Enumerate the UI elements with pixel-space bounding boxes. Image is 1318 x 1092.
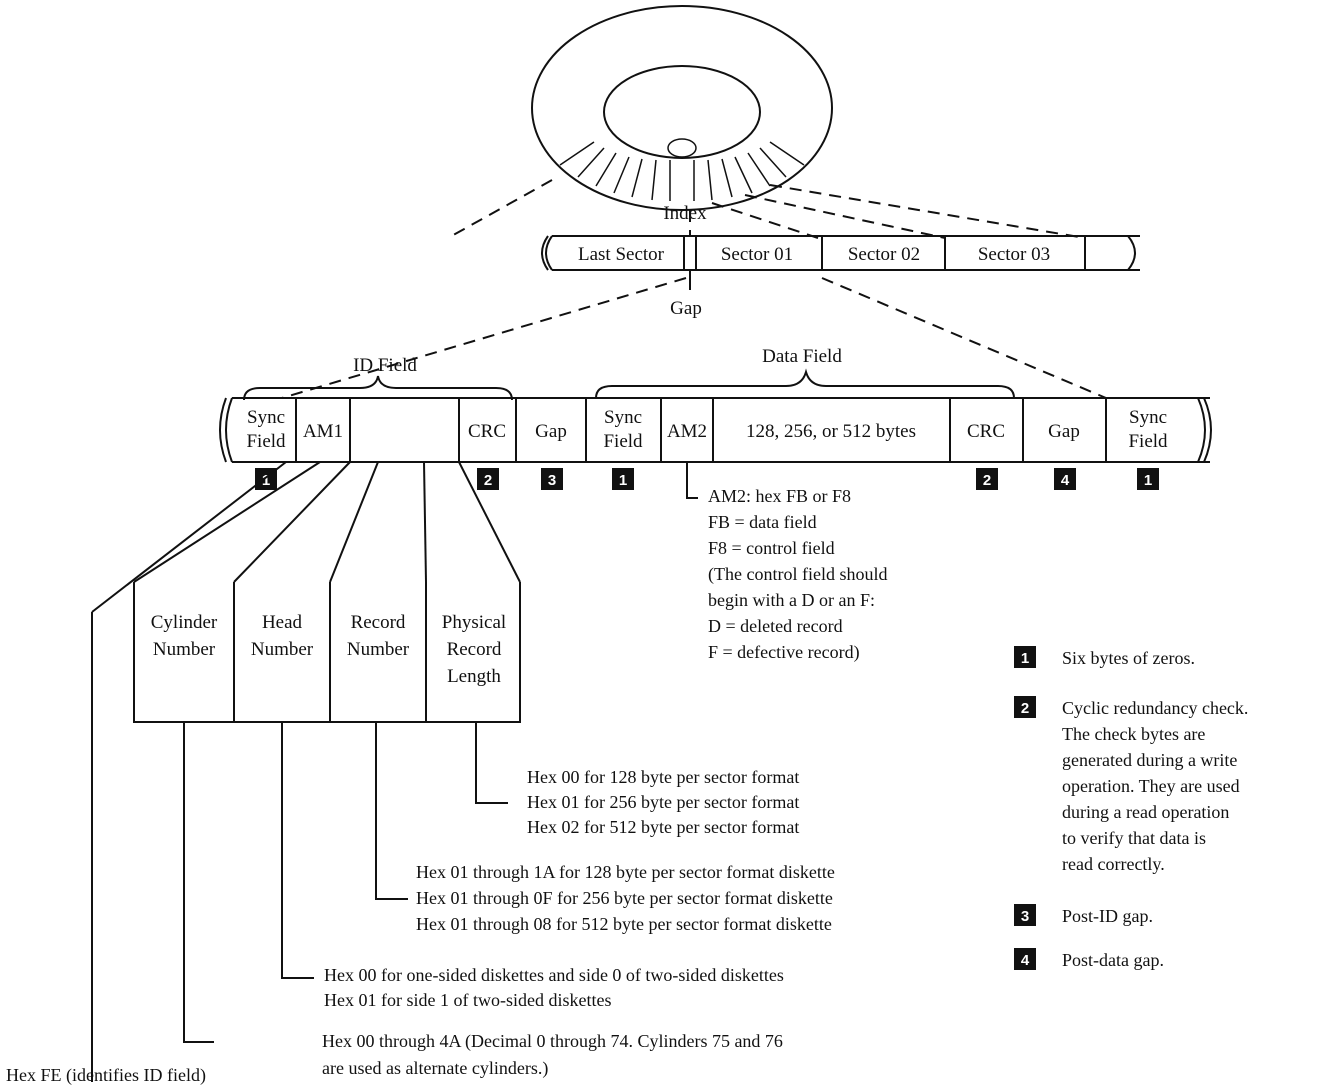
legend-2-text-4: during a read operation: [1062, 802, 1229, 822]
id-parts: Cylinder Number Head Number Record Numbe…: [133, 582, 521, 723]
data-field-label: Data Field: [762, 346, 842, 367]
track-gap-label: Gap: [670, 298, 702, 319]
legend-badge-2-label: 2: [1021, 700, 1029, 717]
badge-2-b-label: 2: [983, 472, 991, 489]
legend-4-text-0: Post-data gap.: [1062, 950, 1164, 970]
cylinder-note-0: Hex 00 through 4A (Decimal 0 through 74.…: [322, 1031, 783, 1052]
record-number-line1: Record: [351, 612, 406, 633]
legend-2-text-3: operation. They are used: [1062, 776, 1240, 796]
legend-2-text-0: Cyclic redundancy check.: [1062, 698, 1248, 718]
record-badges: 1 2 3 1 2 4 1: [255, 468, 1159, 490]
track-sector-03: Sector 03: [978, 244, 1050, 265]
legend-badge-2: [1014, 696, 1036, 718]
legend-1-text-0: Six bytes of zeros.: [1062, 648, 1195, 668]
head-note-1: Hex 01 for side 1 of two-sided diskettes: [324, 990, 611, 1010]
physical-record-length-line3: Length: [447, 666, 501, 687]
am2-note-5: D = deleted record: [708, 616, 843, 636]
track-sector-02: Sector 02: [848, 244, 920, 265]
badge-2-b: [976, 468, 998, 490]
am1-cell: AM1: [303, 421, 343, 442]
head-number-line1: Head: [262, 612, 303, 633]
legend-2-text-2: generated during a write: [1062, 750, 1237, 770]
cylinder-number-line1: Cylinder: [151, 612, 218, 633]
legend: 1 Six bytes of zeros. 2 Cyclic redundanc…: [1014, 646, 1248, 970]
value-notes: Hex 00 for 128 byte per sector format He…: [6, 767, 835, 1086]
crc-1-cell: CRC: [468, 421, 506, 442]
badge-4-label: 4: [1061, 472, 1070, 489]
record-strip: Sync Field AM1 CRC Gap Sync Field AM2 12…: [219, 397, 1212, 463]
badge-2-a: [477, 468, 499, 490]
id-field-label: ID Field: [353, 355, 417, 376]
length-note-2: Hex 02 for 512 byte per sector format: [527, 817, 799, 837]
cylinder-number-line2: Number: [153, 639, 216, 660]
am2-notes: AM2: hex FB or F8 FB = data field F8 = c…: [686, 462, 887, 663]
physical-record-length-line2: Record: [447, 639, 502, 660]
length-note-1: Hex 01 for 256 byte per sector format: [527, 792, 799, 812]
badge-4: [1054, 468, 1076, 490]
badge-1-a-label: 1: [262, 472, 270, 489]
badge-3-label: 3: [548, 472, 556, 489]
track-to-record-leaders: [281, 277, 1107, 399]
record-note-1: Hex 01 through 0F for 256 byte per secto…: [416, 888, 833, 908]
track-sector-last: Last Sector: [578, 244, 665, 265]
head-number-line2: Number: [251, 639, 314, 660]
id-fanout-leaders: [91, 461, 521, 1082]
am2-note-1: FB = data field: [708, 512, 817, 532]
track-sector-01: Sector 01: [721, 244, 793, 265]
field-braces: ID Field Data Field: [243, 346, 1015, 401]
am2-note-6: F = defective record): [708, 642, 860, 663]
badge-1-c: [1137, 468, 1159, 490]
data-bytes-cell: 128, 256, or 512 bytes: [746, 421, 916, 442]
am1-note: Hex FE (identifies ID field): [6, 1065, 206, 1086]
sync-field-1-line2: Field: [246, 431, 286, 452]
sync-field-1-line1: Sync: [247, 407, 285, 428]
sector-lines: [559, 141, 805, 201]
gap-1-cell: Gap: [535, 421, 567, 442]
am2-note-0: AM2: hex FB or F8: [708, 486, 851, 506]
disk-to-track-leaders: [447, 179, 1086, 239]
sync-field-3-line1: Sync: [1129, 407, 1167, 428]
sync-field-2-line2: Field: [603, 431, 643, 452]
record-number-line2: Number: [347, 639, 410, 660]
badge-2-a-label: 2: [484, 472, 492, 489]
length-note-0: Hex 00 for 128 byte per sector format: [527, 767, 799, 787]
legend-badge-3-label: 3: [1021, 908, 1029, 925]
legend-2-text-1: The check bytes are: [1062, 724, 1205, 744]
legend-badge-1-label: 1: [1021, 650, 1029, 667]
am2-cell: AM2: [667, 421, 707, 442]
physical-record-length-line1: Physical: [442, 612, 506, 633]
note-leaders: [183, 722, 508, 1043]
track-strip: Last Sector Sector 01 Sector 02 Sector 0…: [541, 235, 1140, 319]
legend-badge-4-label: 4: [1021, 952, 1030, 969]
index-label: Index: [663, 203, 707, 224]
legend-badge-1: [1014, 646, 1036, 668]
index-hole-icon: [667, 138, 697, 158]
diskette-drawing: Index: [531, 5, 833, 224]
cylinder-note-1: are used as alternate cylinders.): [322, 1058, 548, 1079]
sync-field-3-line2: Field: [1128, 431, 1168, 452]
record-note-0: Hex 01 through 1A for 128 byte per secto…: [416, 862, 835, 882]
legend-badge-4: [1014, 948, 1036, 970]
legend-2-text-6: read correctly.: [1062, 854, 1165, 874]
badge-1-b: [612, 468, 634, 490]
legend-3-text-0: Post-ID gap.: [1062, 906, 1153, 926]
crc-2-cell: CRC: [967, 421, 1005, 442]
am2-note-2: F8 = control field: [708, 538, 835, 558]
legend-2-text-5: to verify that data is: [1062, 828, 1206, 848]
am2-note-3: (The control field should: [708, 564, 887, 585]
head-note-0: Hex 00 for one-sided diskettes and side …: [324, 965, 784, 985]
badge-1-b-label: 1: [619, 472, 627, 489]
badge-3: [541, 468, 563, 490]
record-note-2: Hex 01 through 08 for 512 byte per secto…: [416, 914, 832, 934]
sync-field-2-line1: Sync: [604, 407, 642, 428]
badge-1-c-label: 1: [1144, 472, 1152, 489]
gap-2-cell: Gap: [1048, 421, 1080, 442]
legend-badge-3: [1014, 904, 1036, 926]
am2-note-4: begin with a D or an F:: [708, 590, 875, 610]
